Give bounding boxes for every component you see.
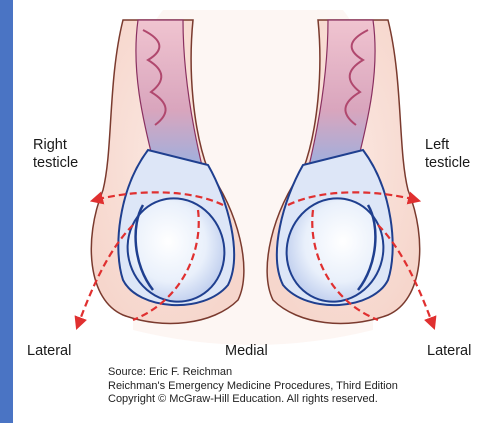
figure-panel: Right testicle Left testicle Lateral Med… bbox=[13, 0, 498, 423]
label-medial: Medial bbox=[225, 343, 268, 360]
label-right-testicle: testicle bbox=[33, 155, 78, 172]
source-credit: Source: Eric F. Reichman bbox=[108, 366, 232, 379]
source-copyright: Copyright © McGraw-Hill Education. All r… bbox=[108, 393, 378, 406]
label-lateral-left: Lateral bbox=[27, 343, 71, 360]
source-book-title: Reichman's Emergency Medicine Procedures… bbox=[108, 380, 398, 393]
label-left-testicle: testicle bbox=[425, 155, 470, 172]
label-lateral-right: Lateral bbox=[427, 343, 471, 360]
label-right: Right bbox=[33, 137, 67, 154]
label-left: Left bbox=[425, 137, 449, 154]
